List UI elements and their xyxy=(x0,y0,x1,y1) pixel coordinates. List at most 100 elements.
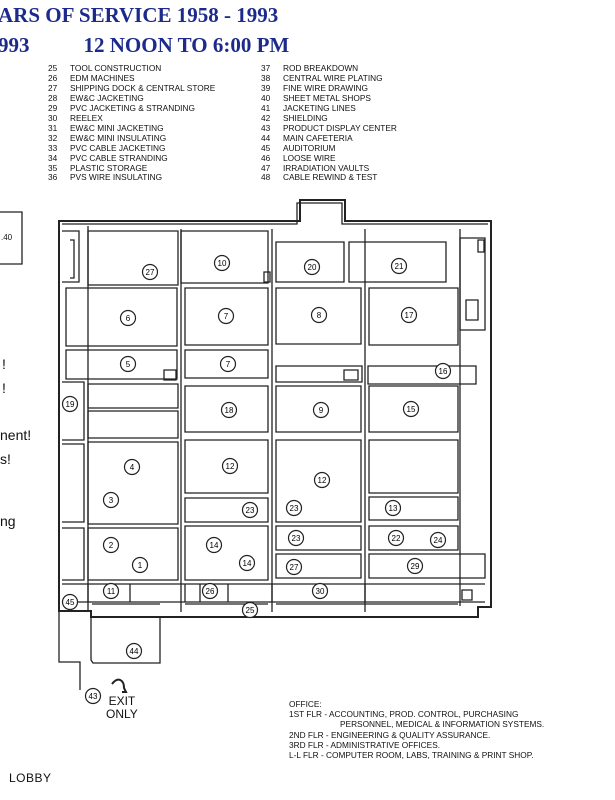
legend-item-number: 25 xyxy=(48,63,58,73)
area-marker-number: 43 xyxy=(89,692,98,701)
legend-item-number: 32 xyxy=(48,132,58,143)
legend-item-label: LOOSE WIRE xyxy=(283,152,336,163)
area-marker-number: 17 xyxy=(405,311,414,320)
area-marker: 22 xyxy=(387,529,405,547)
legend-item-label: REELEX xyxy=(70,112,103,123)
legend-item-label: PVC CABLE STRANDING xyxy=(70,152,168,163)
legend-item-label: SHIELDING xyxy=(283,112,328,123)
legend-item-number: 36 xyxy=(48,172,58,183)
office-line-2: PERSONNEL, MEDICAL & INFORMATION SYSTEMS… xyxy=(340,719,545,730)
area-marker-number: 27 xyxy=(146,268,155,277)
legend-item: 42 SHIELDING xyxy=(261,112,397,124)
area-marker-number: 8 xyxy=(317,311,322,320)
area-marker-number: 13 xyxy=(389,504,398,513)
legend-item-number: 45 xyxy=(261,142,271,153)
area-marker: 8 xyxy=(310,306,328,324)
area-marker: 24 xyxy=(429,531,447,549)
header-hours: 12 NOON TO 6:00 PM xyxy=(83,33,290,57)
area-marker-number: 29 xyxy=(411,562,420,571)
area-marker: 6 xyxy=(119,309,137,327)
legend-item-label: IRRADIATION VAULTS xyxy=(283,162,370,173)
area-marker-number: 44 xyxy=(130,647,139,656)
area-marker: 25 xyxy=(241,601,259,619)
exit-label: EXIT ONLY xyxy=(106,695,138,721)
legend-item-number: 43 xyxy=(261,122,271,133)
legend-item-label: EDM MACHINES xyxy=(70,72,135,83)
legend-item-number: 33 xyxy=(48,142,58,153)
legend-item-label: SHEET METAL SHOPS xyxy=(283,92,371,103)
area-marker-number: 2 xyxy=(109,541,114,550)
legend-item-label: FINE WIRE DRAWING xyxy=(283,82,368,93)
office-line-4: 3RD FLR - ADMINISTRATIVE OFFICES. xyxy=(289,739,441,750)
legend-item-label: AUDITORIUM xyxy=(283,142,336,153)
legend-item-number: 30 xyxy=(48,112,58,123)
office-line-1: 1ST FLR - ACCOUNTING, PROD. CONTROL, PUR… xyxy=(289,709,519,720)
office-title: OFFICE: xyxy=(289,699,322,709)
area-marker: 14 xyxy=(238,554,256,572)
area-marker-number: 18 xyxy=(225,406,234,415)
area-marker: 7 xyxy=(219,355,237,373)
legend-item-number: 46 xyxy=(261,152,271,163)
area-marker: 5 xyxy=(119,355,137,373)
legend-item-label: EW&C JACKETING xyxy=(70,92,144,103)
legend-item-number: 47 xyxy=(261,162,271,173)
legend-item-number: 44 xyxy=(261,132,271,143)
area-marker: 3 xyxy=(102,491,120,509)
legend-item-label: CABLE REWIND & TEST xyxy=(283,172,378,183)
side-text-5: ng xyxy=(0,513,16,529)
side-text-2: ! xyxy=(2,380,6,396)
legend-item-number: 41 xyxy=(261,102,271,113)
legend-item: 33 PVC CABLE JACKETING xyxy=(48,142,215,154)
legend-item-label: PVC CABLE JACKETING xyxy=(70,142,166,153)
area-marker: 45 xyxy=(61,593,79,611)
header-title: ARS OF SERVICE 1958 - 1993 xyxy=(0,3,279,27)
area-marker: 23 xyxy=(287,529,305,547)
area-marker-number: 20 xyxy=(308,263,317,272)
area-marker-number: 10 xyxy=(218,259,227,268)
area-marker-number: 23 xyxy=(292,534,301,543)
legend-item-number: 28 xyxy=(48,92,58,103)
area-marker: 29 xyxy=(406,557,424,575)
area-marker: 1 xyxy=(131,556,149,574)
legend-item-label: ROD BREAKDOWN xyxy=(283,63,359,73)
area-marker: 7 xyxy=(217,307,235,325)
legend-item: 28 EW&C JACKETING xyxy=(48,92,215,104)
exit-line-1: EXIT xyxy=(108,694,136,708)
side-text-3: nent! xyxy=(0,427,32,443)
legend-item-number: 27 xyxy=(48,82,58,93)
legend-item-number: 29 xyxy=(48,102,58,113)
area-marker: 12 xyxy=(221,457,239,475)
legend-item-number: 42 xyxy=(261,112,271,123)
area-marker-number: 19 xyxy=(66,400,75,409)
area-marker: 44 xyxy=(125,642,143,660)
area-marker: 18 xyxy=(220,401,238,419)
area-marker-number: 7 xyxy=(224,312,229,321)
legend-item-number: 40 xyxy=(261,92,271,103)
area-marker: 17 xyxy=(400,306,418,324)
area-marker: 19 xyxy=(61,395,79,413)
legend-item-label: PVC JACKETING & STRANDING xyxy=(70,102,195,113)
legend-item-label: MAIN CAFETERIA xyxy=(283,132,353,143)
legend-item-label: JACKETING LINES xyxy=(283,102,356,113)
area-marker-number: 11 xyxy=(107,587,116,596)
legend-item-number: 37 xyxy=(261,63,271,73)
side-text-4: s! xyxy=(0,451,11,467)
area-marker-number: 25 xyxy=(246,606,255,615)
area-marker-number: 14 xyxy=(210,541,219,550)
area-marker-number: 12 xyxy=(318,476,327,485)
legend-item: 44 MAIN CAFETERIA xyxy=(261,132,397,144)
area-marker: 2 xyxy=(102,536,120,554)
area-marker-number: 12 xyxy=(226,462,235,471)
area-marker: 21 xyxy=(390,257,408,275)
